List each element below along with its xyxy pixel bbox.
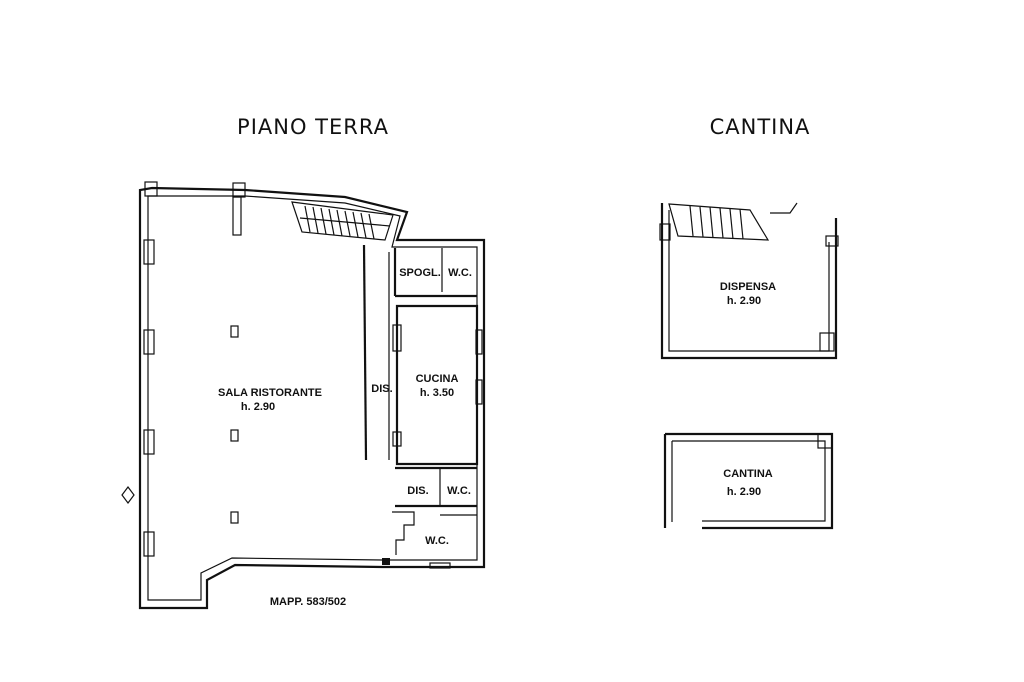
pilaster [143, 329, 155, 355]
wall-stub [770, 202, 798, 214]
cellar-staircase [668, 203, 770, 241]
pilaster [143, 531, 155, 557]
pilaster [825, 235, 839, 247]
ground-floor-title: PIANO TERRA [237, 115, 389, 139]
corridor-wall [362, 244, 368, 461]
room-wc-bottom-name: W.C. [425, 535, 449, 547]
room-cantina-height: h. 2.90 [727, 486, 761, 498]
pilaster [144, 181, 158, 197]
room-wc-mid-name: W.C. [447, 485, 471, 497]
window [475, 379, 483, 405]
cellar-title: CANTINA [710, 115, 811, 139]
room-cucina-name: CUCINA [416, 373, 459, 385]
cellar-plan: DISPENSA h. 2.90 CANTINA h. 2.90 [659, 202, 839, 530]
pilaster [819, 332, 835, 352]
cantina-inner-wall [671, 440, 826, 522]
room-dispensa-height: h. 2.90 [727, 295, 761, 307]
cadastral-reference: MAPP. 583/502 [270, 596, 346, 608]
door-jamb [392, 324, 402, 352]
pilaster [659, 223, 671, 241]
room-cantina-name: CANTINA [723, 468, 773, 480]
dispensa-walls [660, 203, 838, 360]
room-cucina-height: h. 3.50 [420, 387, 454, 399]
pillar [230, 511, 239, 524]
cantina-walls [663, 432, 834, 530]
pilaster [817, 433, 833, 449]
ground-outer-wall [138, 186, 486, 610]
dispensa-inner-wall [668, 210, 830, 352]
door-jamb [392, 431, 402, 447]
pillar [230, 325, 239, 338]
room-dis-lower-name: DIS. [407, 485, 428, 497]
ground-floor-plan: SALA RISTORANTE h. 2.90 SPOGL. W.C. CUCI… [121, 181, 486, 610]
pilaster [232, 196, 242, 236]
ground-inner-wall [147, 195, 478, 601]
window [475, 329, 483, 355]
room-dispensa-name: DISPENSA [720, 281, 776, 293]
window [429, 562, 451, 569]
pilaster [143, 429, 155, 455]
pilaster [143, 239, 155, 265]
room-wc-top-name: W.C. [448, 267, 472, 279]
kitchen-walls [395, 304, 479, 466]
pillar [230, 429, 239, 442]
room-dis-name: DIS. [371, 383, 392, 395]
small-stair [392, 511, 415, 555]
entrance-marker [121, 486, 135, 504]
room-spogl-name: SPOGL. [399, 267, 441, 279]
ground-staircase [291, 201, 394, 241]
column-marker [382, 558, 390, 565]
room-sala-name: SALA RISTORANTE [218, 387, 322, 399]
room-sala-height: h. 2.90 [241, 401, 275, 413]
